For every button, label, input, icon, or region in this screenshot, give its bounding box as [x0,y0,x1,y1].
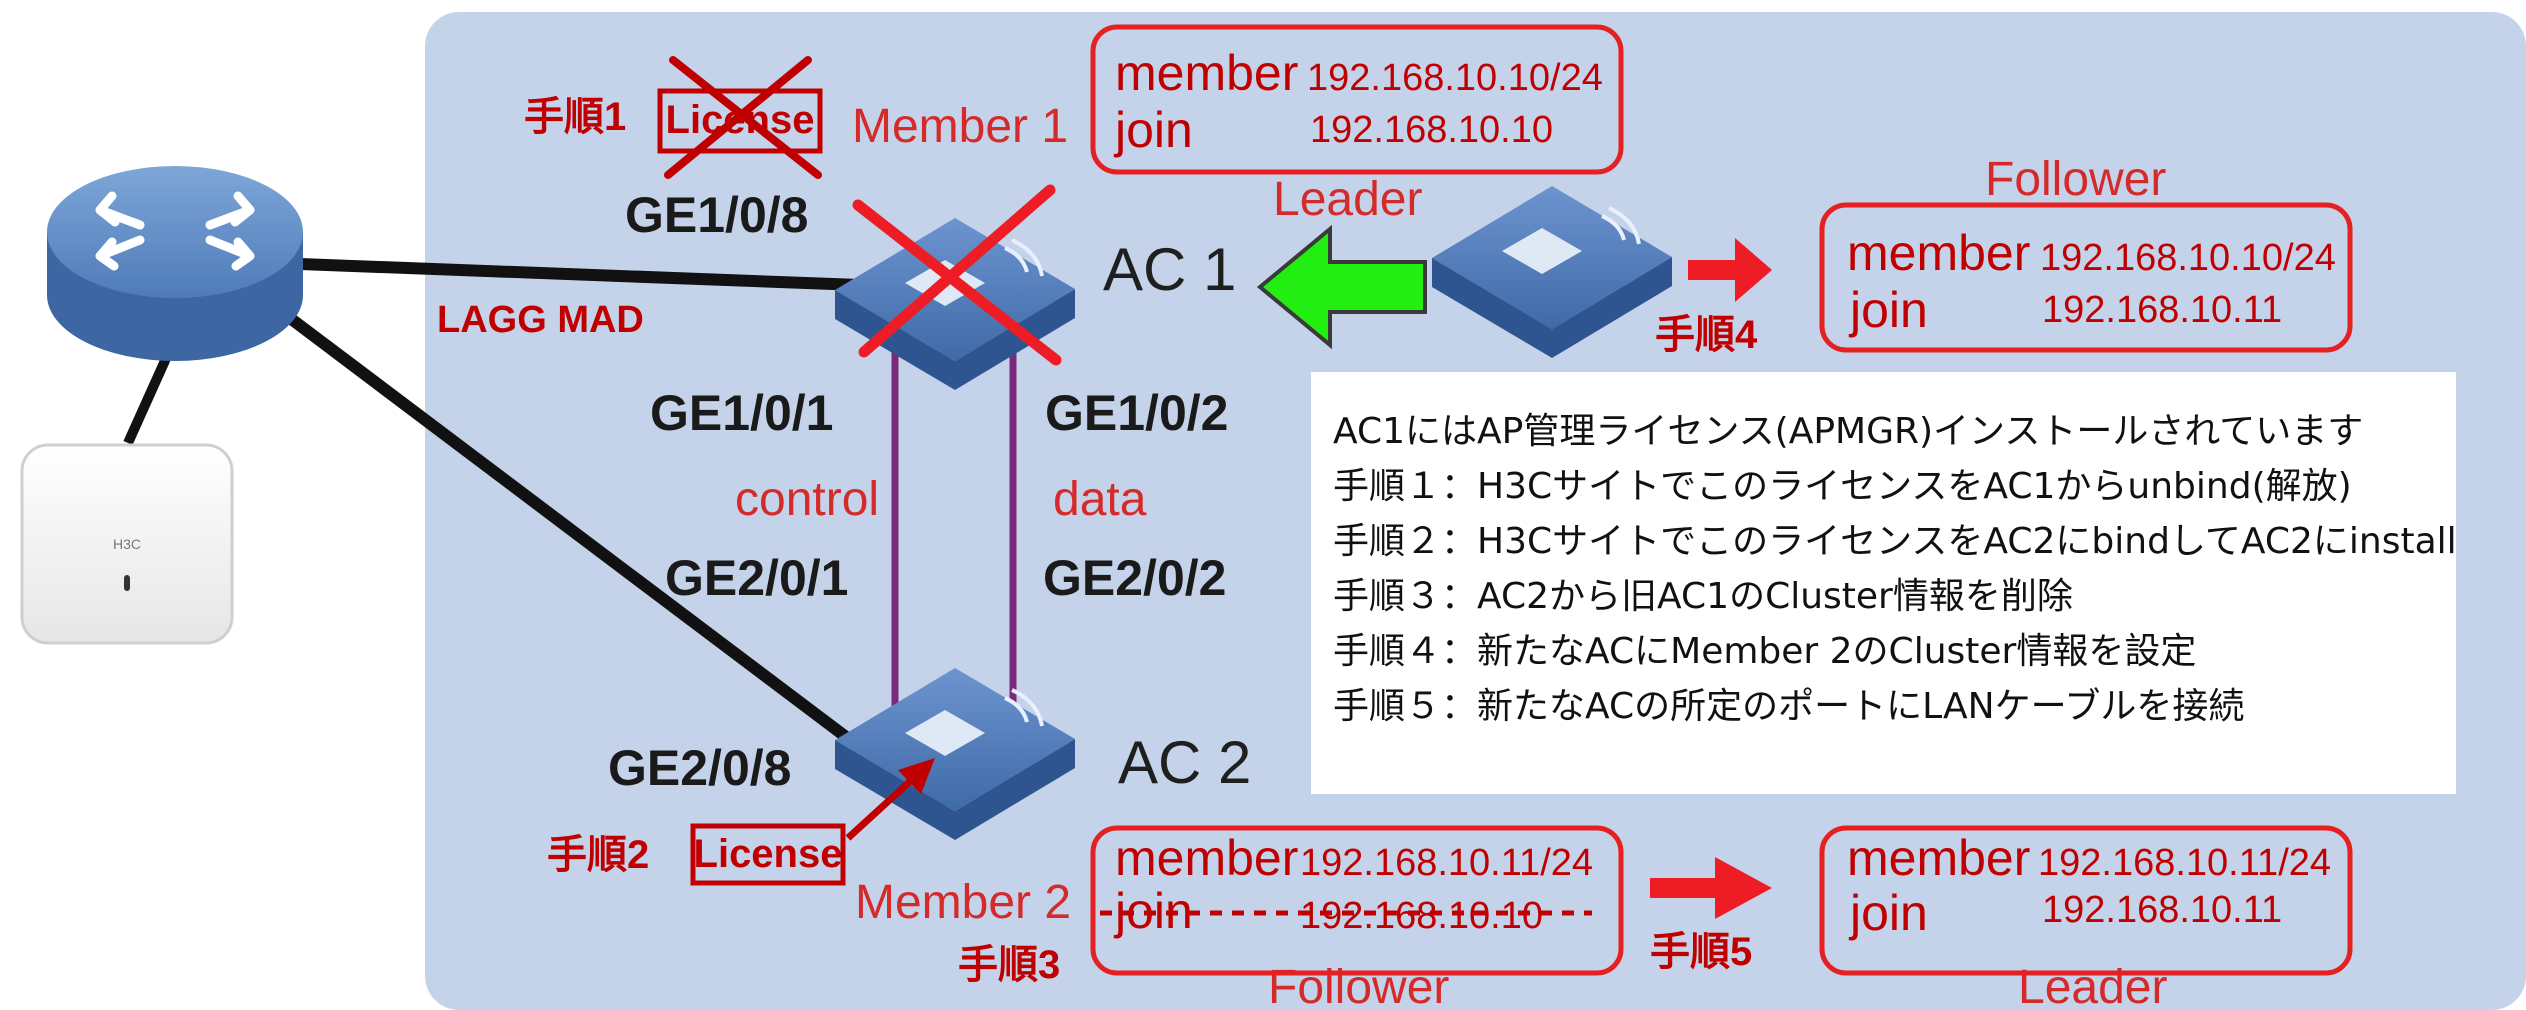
step4-arrow-icon [1688,238,1772,302]
final-join-value: 192.168.10.11 [2042,889,2282,931]
ac2-member-label: Member 2 [855,876,1071,929]
ac2-join-value: 192.168.10.10 [1300,895,1543,937]
ac2-license-label: License [694,832,843,876]
ac1-member-value: 192.168.10.10/24 [1307,57,1603,99]
control-link-label: control [735,473,879,526]
cable-switch-ac2 [286,313,870,757]
new-ac-device-icon [1432,186,1672,358]
step3-label: 手順3 [958,943,1060,987]
final-member-key: member [1847,830,2030,886]
ac2-member-key: member [1115,830,1298,886]
ac2-device-icon [835,668,1075,840]
new-ac-config-box: member 192.168.10.10/24 join 192.168.10.… [1819,202,2353,353]
new-ac-member-value: 192.168.10.10/24 [2040,237,2336,279]
ac1-member-key: member [1115,45,1298,101]
ac1-join-value: 192.168.10.10 [1310,109,1553,151]
ac2-config-box: member 192.168.10.11/24 join 192.168.10.… [1090,825,1624,976]
step1-label: 手順1 [524,95,626,139]
data-link-label: data [1053,473,1147,526]
ac1-member-label: Member 1 [852,100,1068,153]
ac1-role-label: Leader [1273,173,1422,226]
info-line-intro: AC1にはAP管理ライセンス(APMGR)インストールされています [1333,411,2364,452]
ac2-role-label: Follower [1268,961,1449,1010]
new-ac-join-value: 192.168.10.11 [2042,289,2282,331]
step5-arrow-icon [1650,857,1772,919]
final-role-label: Leader [2018,961,2167,1010]
new-ac-join-key: join [1848,282,1928,338]
ac2-license-box: License [690,823,846,886]
ac1-control-port-label: GE1/0/1 [650,385,833,441]
info-line-step5: 手順５：新たなACの所定のポートにLANケーブルを接続 [1333,686,2245,727]
ac2-control-port-label: GE2/0/1 [665,550,848,606]
ac2-name: AC 2 [1118,729,1251,796]
ac2-uplink-port-label: GE2/0/8 [608,740,791,796]
info-line-step1: 手順１：H3CサイトでこのライセンスをAC1からunbind(解放) [1333,466,2352,507]
license-install-arrow-icon [845,758,935,841]
new-ac-member-key: member [1847,225,2030,281]
final-config-box: member 192.168.10.11/24 join 192.168.10.… [1819,825,2353,976]
ac1-removed-cross-icon [852,184,1062,366]
new-ac-role-label: Follower [1985,153,2166,206]
step2-label: 手順2 [547,833,649,877]
step4-label: 手順4 [1655,313,1758,357]
replace-arrow-icon [1256,224,1427,350]
procedure-info-panel: AC1にはAP管理ライセンス(APMGR)インストールされています 手順１：H3… [1311,372,2457,794]
ac1-data-port-label: GE1/0/2 [1045,385,1228,441]
core-switch-icon [47,166,303,361]
final-join-key: join [1848,885,1928,941]
ac1-name: AC 1 [1103,236,1236,303]
access-point-icon: H3C [20,443,234,645]
ac1-join-key: join [1113,102,1193,158]
ac2-data-port-label: GE2/0/2 [1043,550,1226,606]
license-removed-cross-icon [664,56,822,179]
ac1-config-box: member 192.168.10.10/24 join 192.168.10.… [1090,24,1624,175]
cable-switch-ac1 [299,258,861,291]
ap-brand-label: H3C [113,536,141,552]
info-line-step4: 手順４：新たなACにMember 2のCluster情報を設定 [1333,631,2197,672]
ac2-member-value: 192.168.10.11/24 [1300,842,1593,884]
step5-label: 手順5 [1650,930,1752,974]
final-member-value: 192.168.10.11/24 [2038,842,2331,884]
cable-switch-ap [123,342,177,446]
info-line-step3: 手順３：AC2から旧AC1のCluster情報を削除 [1333,576,2073,617]
info-line-step2: 手順２：H3CサイトでこのライセンスをAC2にbindしてAC2にinstall [1333,521,2457,562]
ac1-uplink-port-label: GE1/0/8 [625,187,808,243]
lagg-mad-label: LAGG MAD [437,299,644,341]
